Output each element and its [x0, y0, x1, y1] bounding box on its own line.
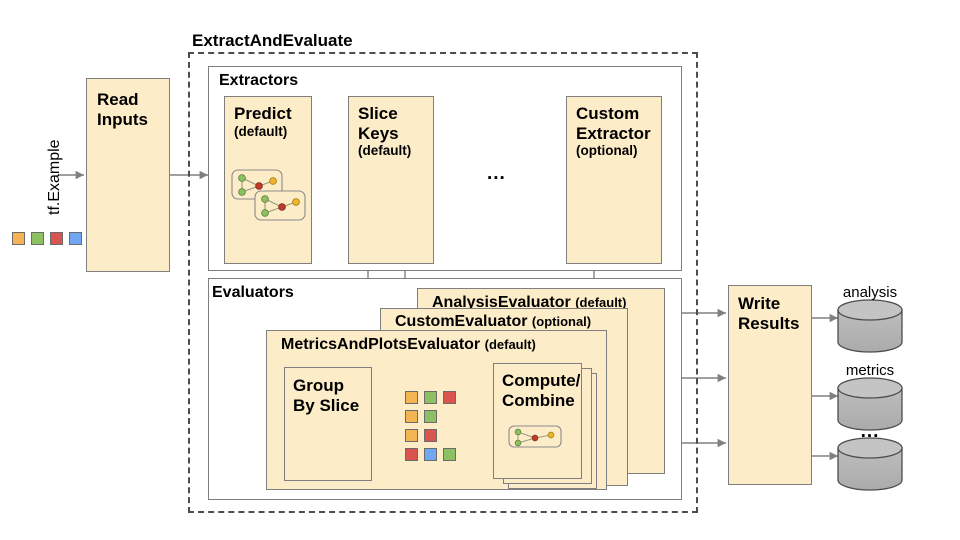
slice-chip — [443, 391, 456, 404]
slice-chip — [424, 391, 437, 404]
compute-combine-node[interactable]: Compute/ Combine — [493, 363, 582, 479]
slice-keys-title: Slice Keys — [358, 104, 399, 143]
group-by-slice-title: Group By Slice — [293, 376, 360, 415]
slice-chip — [424, 429, 437, 442]
custom-evaluator-subtitle: (optional) — [531, 314, 592, 329]
slice-chip — [405, 410, 418, 423]
write-results-title: Write Results — [738, 294, 800, 333]
extractor-node-predict[interactable]: Predict (default) — [224, 96, 312, 264]
chip-green — [31, 232, 44, 245]
slice-keys-subtitle: (default) — [358, 143, 412, 159]
slice-chip — [424, 410, 437, 423]
metrics-evaluator-header: MetricsAndPlotsEvaluator (default) — [267, 331, 606, 354]
custom-evaluator-title: CustomEvaluator — [395, 313, 528, 330]
slice-chip — [405, 448, 418, 461]
slice-chip — [405, 391, 418, 404]
analysis-evaluator-title: AnalysisEvaluator — [432, 294, 571, 311]
extractor-node-slice-keys[interactable]: Slice Keys (default) — [348, 96, 434, 264]
model-graph-icon — [508, 425, 562, 448]
legend-chips — [12, 232, 82, 250]
read-inputs-node[interactable]: Read Inputs — [86, 78, 170, 272]
read-inputs-title: Read Inputs — [97, 90, 148, 129]
evaluators-label: Evaluators — [212, 284, 294, 301]
compute-combine-title: Compute/ Combine — [502, 371, 581, 410]
extract-and-evaluate-container — [188, 52, 698, 513]
predict-subtitle: (default) — [234, 123, 288, 139]
output-label-analysis: analysis — [842, 284, 898, 301]
extractors-ellipsis: ... — [487, 163, 506, 184]
model-graph-icon — [231, 169, 306, 221]
slice-chip — [405, 429, 418, 442]
output-label-metrics: metrics — [845, 362, 895, 379]
chip-orange — [12, 232, 25, 245]
metrics-evaluator-subtitle: (default) — [484, 337, 536, 352]
chip-blue — [69, 232, 82, 245]
predict-title: Predict — [234, 104, 292, 123]
cylinder-analysis — [837, 299, 903, 353]
group-by-slice-node[interactable]: Group By Slice — [284, 367, 372, 481]
write-results-node[interactable]: Write Results — [728, 285, 812, 485]
output-label-other: ... — [860, 421, 880, 442]
analysis-evaluator-header: AnalysisEvaluator (default) — [418, 289, 664, 312]
slice-chip — [443, 448, 456, 461]
custom-evaluator-header: CustomEvaluator (optional) — [381, 309, 627, 331]
extract-and-evaluate-title: ExtractAndEvaluate — [192, 31, 353, 50]
slice-chips — [405, 391, 467, 461]
evaluator-metrics-and-plots[interactable]: MetricsAndPlotsEvaluator (default) Group… — [266, 330, 607, 490]
slice-chip — [424, 448, 437, 461]
analysis-evaluator-subtitle: (default) — [575, 295, 627, 310]
input-label: tf.Example — [46, 139, 63, 215]
chip-red — [50, 232, 63, 245]
custom-extractor-title: Custom Extractor — [576, 104, 651, 143]
custom-extractor-subtitle: (optional) — [576, 143, 638, 159]
metrics-evaluator-title: MetricsAndPlotsEvaluator — [281, 336, 481, 353]
cylinder-other — [837, 437, 903, 491]
extractors-label: Extractors — [219, 72, 299, 89]
extractor-node-custom[interactable]: Custom Extractor (optional) — [566, 96, 662, 264]
